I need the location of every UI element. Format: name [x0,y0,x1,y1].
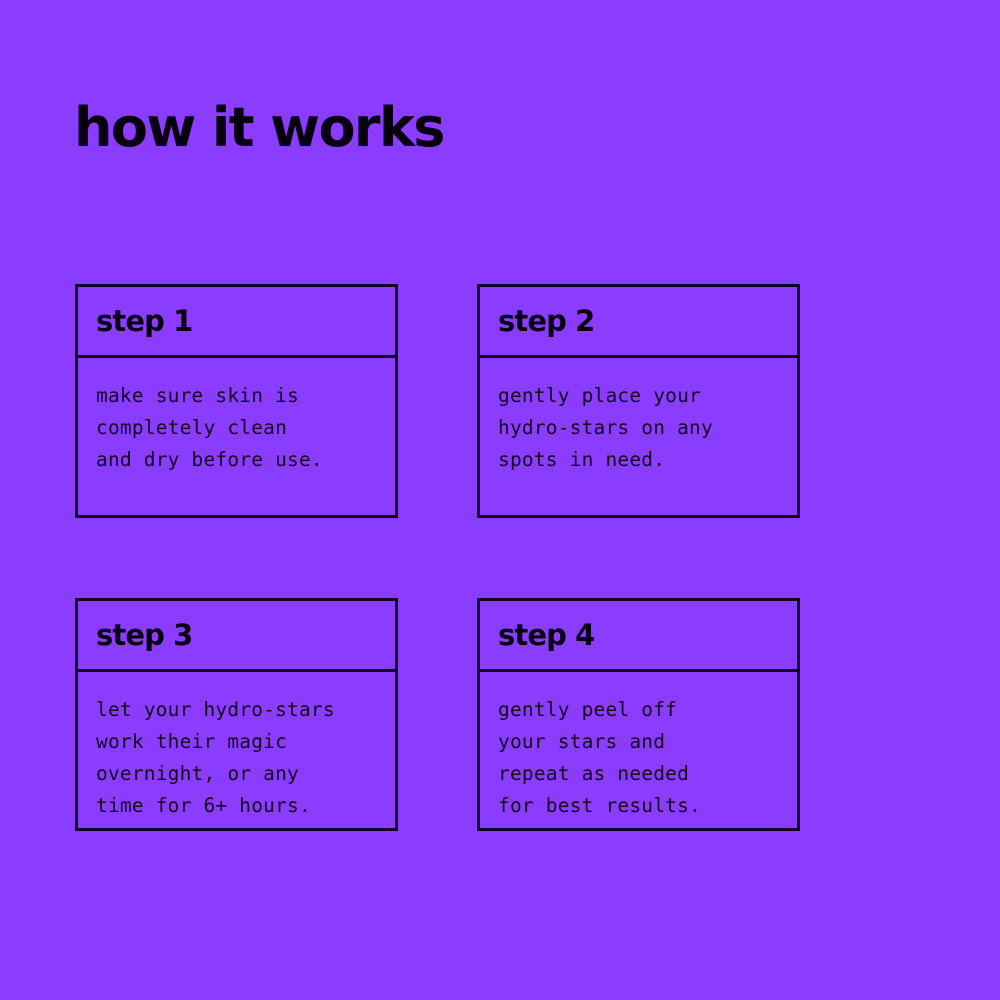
step-card-3-text: let your hydro-stars work their magic ov… [96,698,335,817]
step-card-4: step 4 gently peel off your stars and re… [477,598,800,831]
step-card-3-title: step 3 [96,618,193,652]
steps-grid: step 1 make sure skin is completely clea… [75,284,800,831]
step-card-3: step 3 let your hydro-stars work their m… [75,598,398,831]
step-card-1-body: make sure skin is completely clean and d… [78,358,395,515]
step-card-2-text: gently place your hydro-stars on any spo… [498,384,713,471]
step-card-1-header: step 1 [78,287,395,358]
step-card-1: step 1 make sure skin is completely clea… [75,284,398,518]
step-card-1-title: step 1 [96,304,193,338]
step-card-2-header: step 2 [480,287,797,358]
step-card-4-header: step 4 [480,601,797,672]
step-card-2-title: step 2 [498,304,595,338]
step-card-1-text: make sure skin is completely clean and d… [96,384,323,471]
step-card-4-body: gently peel off your stars and repeat as… [480,672,797,828]
step-card-3-header: step 3 [78,601,395,672]
page-title: how it works [74,96,445,159]
step-card-3-body: let your hydro-stars work their magic ov… [78,672,395,828]
step-card-2-body: gently place your hydro-stars on any spo… [480,358,797,515]
step-card-4-title: step 4 [498,618,595,652]
step-card-4-text: gently peel off your stars and repeat as… [498,698,701,817]
step-card-2: step 2 gently place your hydro-stars on … [477,284,800,518]
